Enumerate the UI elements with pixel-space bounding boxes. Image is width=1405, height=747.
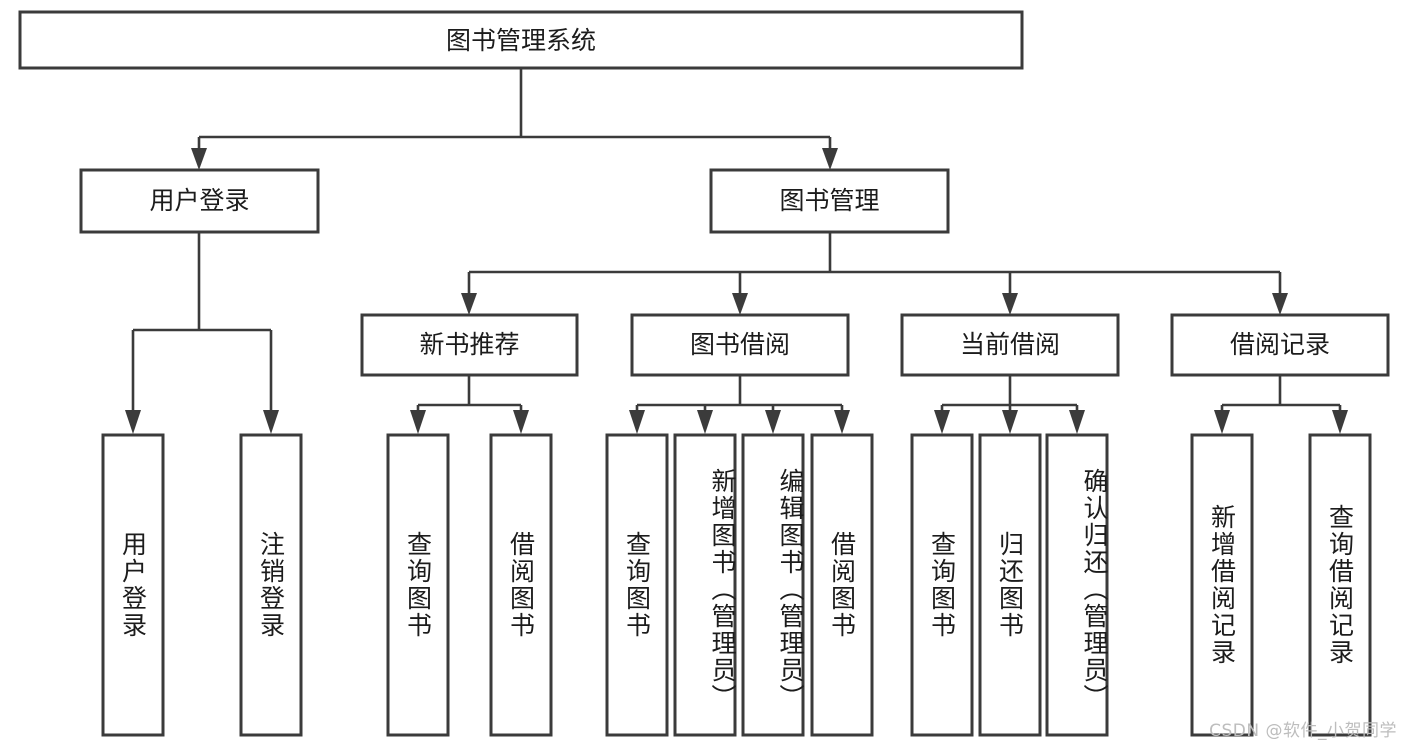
watermark-text: CSDN @软件_小贺同学	[1209, 721, 1397, 741]
leaf-rect-br-add-record[interactable]	[1190, 433, 1254, 737]
edges-book-mgmt-to-level3	[461, 232, 1288, 315]
node-user-login[interactable]: 用户登录	[79, 168, 320, 234]
arrow-cb-leaf-3	[1069, 410, 1085, 434]
leaf-rect-bb-query-book[interactable]	[605, 433, 669, 737]
arrow-nbr-leaf-2	[513, 410, 529, 434]
edges-new-book-recommend-to-leaves	[410, 375, 529, 434]
arrow-user-login	[191, 148, 207, 170]
arrow-nbr-leaf-1	[410, 410, 426, 434]
arrow-borrow-record	[1272, 293, 1288, 315]
node-borrow-record-rect[interactable]	[1170, 313, 1390, 377]
node-book-management-rect[interactable]	[709, 168, 950, 234]
node-current-borrow-label: 当前借阅	[960, 330, 1060, 359]
node-current-borrow[interactable]: 当前借阅	[900, 313, 1120, 377]
leaf-rect-bb-edit-book[interactable]	[741, 433, 805, 737]
node-borrow-record[interactable]: 借阅记录	[1170, 313, 1390, 377]
arrow-book-mgmt	[822, 148, 838, 170]
node-book-borrow-rect[interactable]	[630, 313, 850, 377]
node-book-management[interactable]: 图书管理	[709, 168, 950, 234]
arrow-book-borrow	[732, 293, 748, 315]
leaf-rect-cb-query-book[interactable]	[910, 433, 974, 737]
arrow-current-borrow	[1002, 293, 1018, 315]
node-book-borrow-label: 图书借阅	[690, 330, 790, 359]
arrow-leaf-user-login	[125, 410, 141, 434]
node-book-borrow[interactable]: 图书借阅	[630, 313, 850, 377]
arrow-new-book-recommend	[461, 293, 477, 315]
arrow-leaf-logout	[263, 410, 279, 434]
node-root[interactable]: 图书管理系统	[18, 10, 1024, 70]
arrow-cb-leaf-2	[1002, 410, 1018, 434]
arrow-bb-leaf-3	[765, 410, 781, 434]
arrow-br-leaf-1	[1214, 410, 1230, 434]
node-new-book-recommend[interactable]: 新书推荐	[360, 313, 579, 377]
leaf-rect-bb-borrow-book[interactable]	[810, 433, 874, 737]
node-user-login-label: 用户登录	[149, 186, 249, 215]
leaf-rect-cb-confirm-return[interactable]	[1045, 433, 1109, 737]
leaf-rect-cb-return-book[interactable]	[978, 433, 1042, 737]
leaf-rect-br-query-record[interactable]	[1308, 433, 1372, 737]
leaf-rect-bb-add-book[interactable]	[673, 433, 737, 737]
edges-user-login-to-leaves	[125, 232, 279, 434]
leaf-rect-user-login[interactable]	[101, 433, 165, 737]
node-current-borrow-rect[interactable]	[900, 313, 1120, 377]
edges-root-to-level2	[191, 68, 838, 170]
edges-book-borrow-to-leaves	[629, 375, 850, 434]
node-user-login-rect[interactable]	[79, 168, 320, 234]
node-borrow-record-label: 借阅记录	[1230, 330, 1330, 359]
leaf-rect-logout[interactable]	[239, 433, 303, 737]
node-new-book-recommend-rect[interactable]	[360, 313, 579, 377]
node-root-rect[interactable]	[18, 10, 1024, 70]
node-new-book-recommend-label: 新书推荐	[419, 330, 519, 359]
arrow-cb-leaf-1	[934, 410, 950, 434]
node-root-label: 图书管理系统	[446, 26, 596, 55]
leaf-rect-nbr-query-book[interactable]	[386, 433, 450, 737]
edges-borrow-record-to-leaves	[1214, 375, 1348, 434]
arrow-br-leaf-2	[1332, 410, 1348, 434]
arrow-bb-leaf-4	[834, 410, 850, 434]
arrow-bb-leaf-1	[629, 410, 645, 434]
leaf-boxes	[101, 433, 1372, 737]
arrow-bb-leaf-2	[697, 410, 713, 434]
leaf-rect-nbr-borrow-book[interactable]	[489, 433, 553, 737]
node-book-management-label: 图书管理	[779, 186, 879, 215]
edges-current-borrow-to-leaves	[934, 375, 1085, 434]
